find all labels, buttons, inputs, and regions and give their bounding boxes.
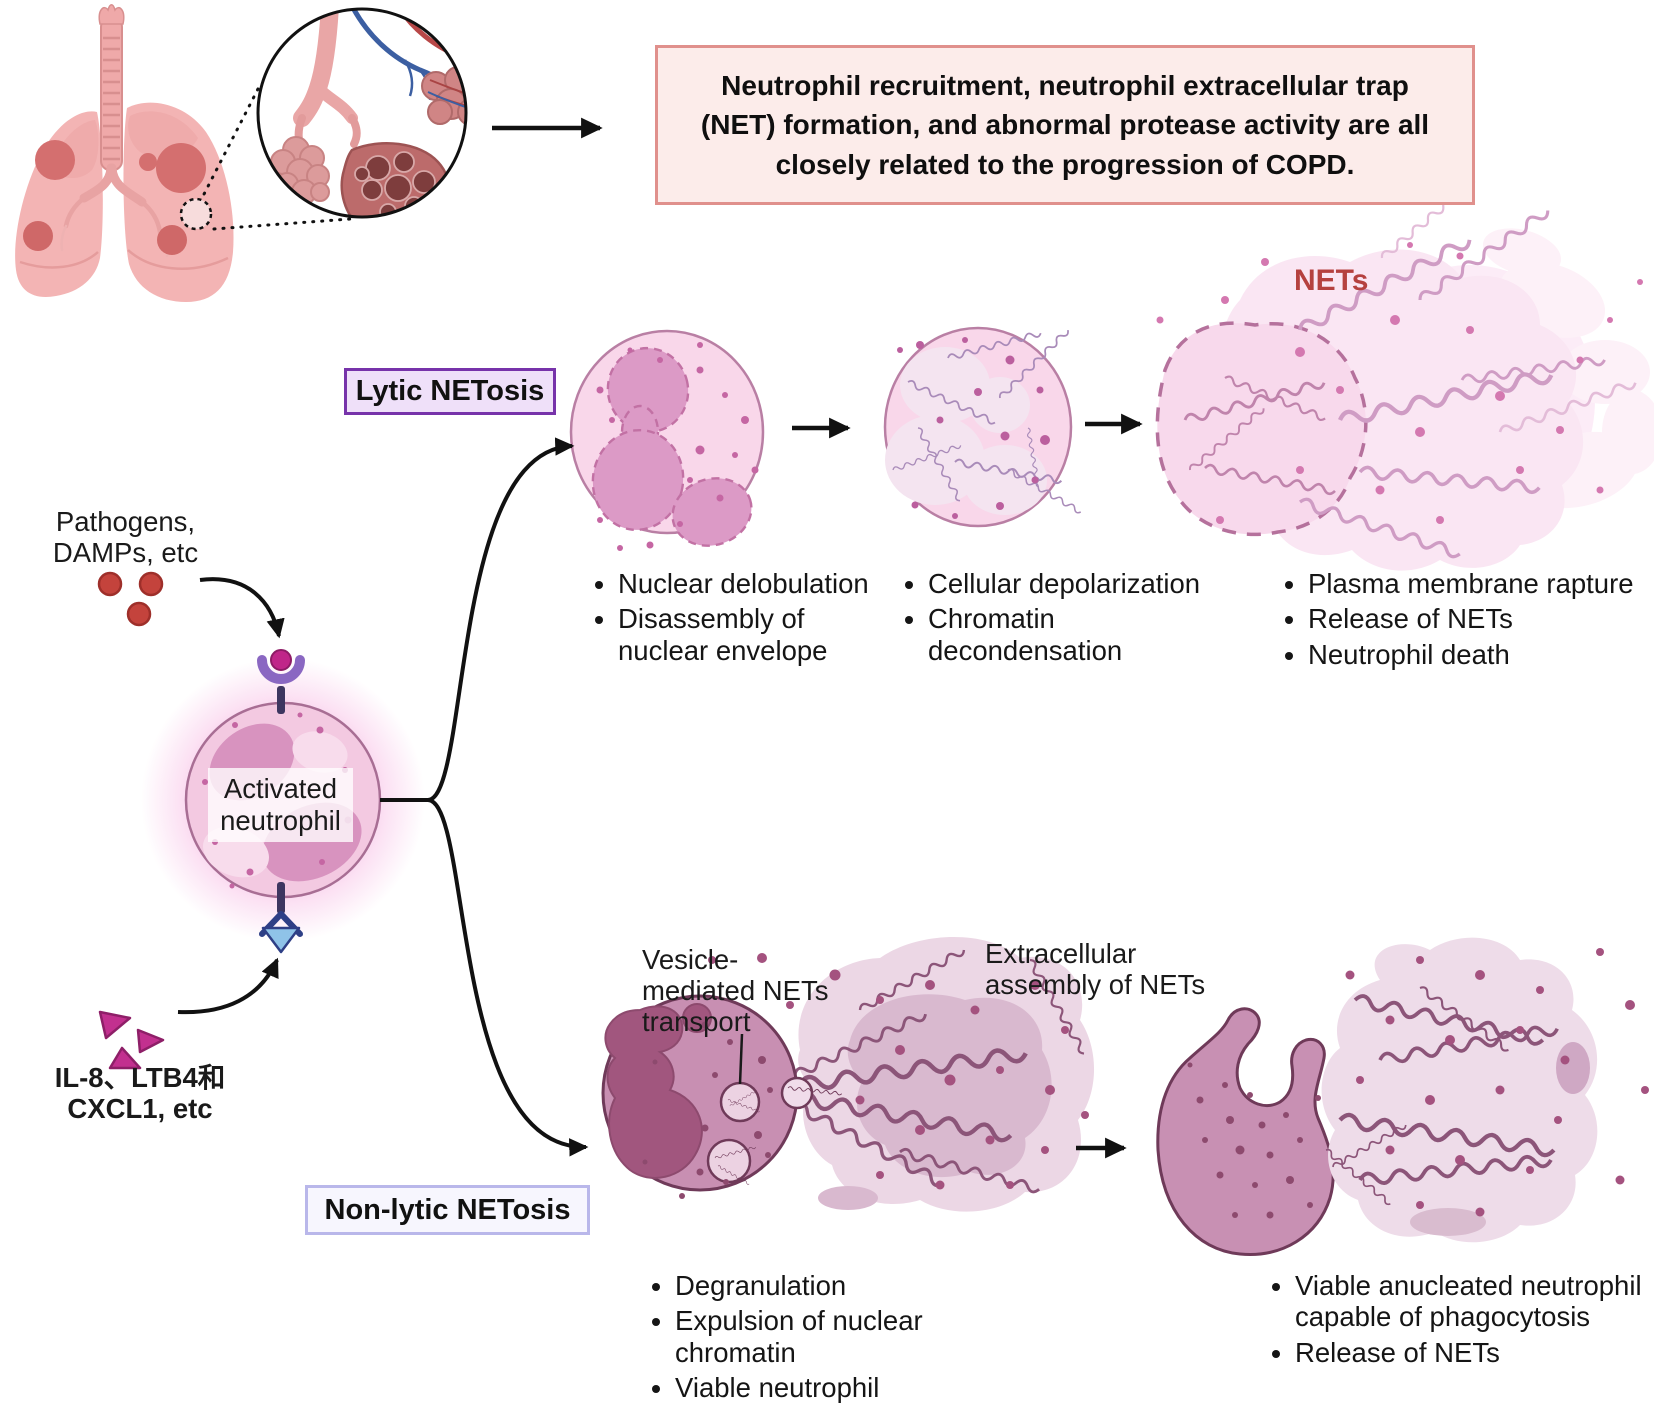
lytic-cell-delobulation	[569, 329, 765, 551]
list-item: Plasma membrane rapture	[1308, 568, 1653, 599]
lytic-stage1-list: Nuclear delobulation Disassembly of nucl…	[578, 568, 898, 670]
chemokines-label: IL-8、LTB4和 CXCL1, etc	[54, 1062, 226, 1125]
nonlytic-netosis-tag: Non-lytic NETosis	[305, 1185, 590, 1235]
nonlytic-stage1-list: Degranulation Expulsion of nuclear chrom…	[635, 1270, 1020, 1407]
lung-lesions	[23, 140, 206, 255]
list-item: Viable anucleated neutrophil capable of …	[1295, 1270, 1654, 1333]
list-item: Chromatin decondensation	[928, 603, 1218, 666]
lytic-net-release	[1155, 177, 1654, 571]
lungs-illustration	[15, 4, 234, 302]
list-item: Cellular depolarization	[928, 568, 1218, 599]
released-net-cloud	[1321, 937, 1649, 1243]
copd-statement-box: Neutrophil recruitment, neutrophil extra…	[655, 45, 1475, 205]
list-item: Nuclear delobulation	[618, 568, 898, 599]
lytic-cell-decondensation	[883, 326, 1083, 528]
vesicle-transport-label: Vesicle- mediated NETs transport	[642, 944, 829, 1038]
anucleated-neutrophil	[1156, 1007, 1335, 1256]
list-item: Degranulation	[675, 1270, 1020, 1301]
activated-neutrophil-label: Activated neutrophil	[208, 768, 353, 842]
lung-zoom-spot	[179, 197, 213, 231]
list-item: Disassembly of nuclear envelope	[618, 603, 898, 666]
inset-connector	[198, 83, 352, 231]
pathogen-dots	[97, 571, 164, 627]
chemokines-arrow	[177, 957, 279, 1015]
receptor-bottom-icon	[259, 882, 303, 954]
lytic-stage3-list: Plasma membrane rapture Release of NETs …	[1268, 568, 1653, 674]
chemokine-triangles	[98, 1010, 165, 1070]
alveoli-inset	[256, 7, 468, 219]
list-item: Viable neutrophil	[675, 1372, 1020, 1403]
net-debris-dots	[1156, 242, 1643, 524]
extracellular-assembly-label: Extracellular assembly of NETs	[985, 938, 1206, 1001]
list-item: Release of NETs	[1308, 603, 1653, 634]
nonlytic-stage2-list: Viable anucleated neutrophil capable of …	[1255, 1270, 1654, 1372]
nets-label: NETs	[1294, 264, 1369, 297]
list-item: Expulsion of nuclear chromatin	[675, 1305, 1020, 1368]
vesicle-pointer-line	[738, 1033, 744, 1085]
nonlytic-neutrophil	[601, 994, 843, 1199]
pathway-branch-connector	[380, 437, 589, 1157]
pathogens-arrow	[199, 577, 285, 639]
receptor-top-icon	[257, 649, 305, 714]
pathogens-label: Pathogens, DAMPs, etc	[52, 506, 199, 569]
list-item: Release of NETs	[1295, 1337, 1654, 1368]
lytic-netosis-tag: Lytic NETosis	[344, 368, 556, 415]
lytic-stage2-list: Cellular depolarization Chromatin decond…	[888, 568, 1218, 670]
list-item: Neutrophil death	[1308, 639, 1653, 670]
nonlytic-net-cloud	[708, 937, 1095, 1212]
